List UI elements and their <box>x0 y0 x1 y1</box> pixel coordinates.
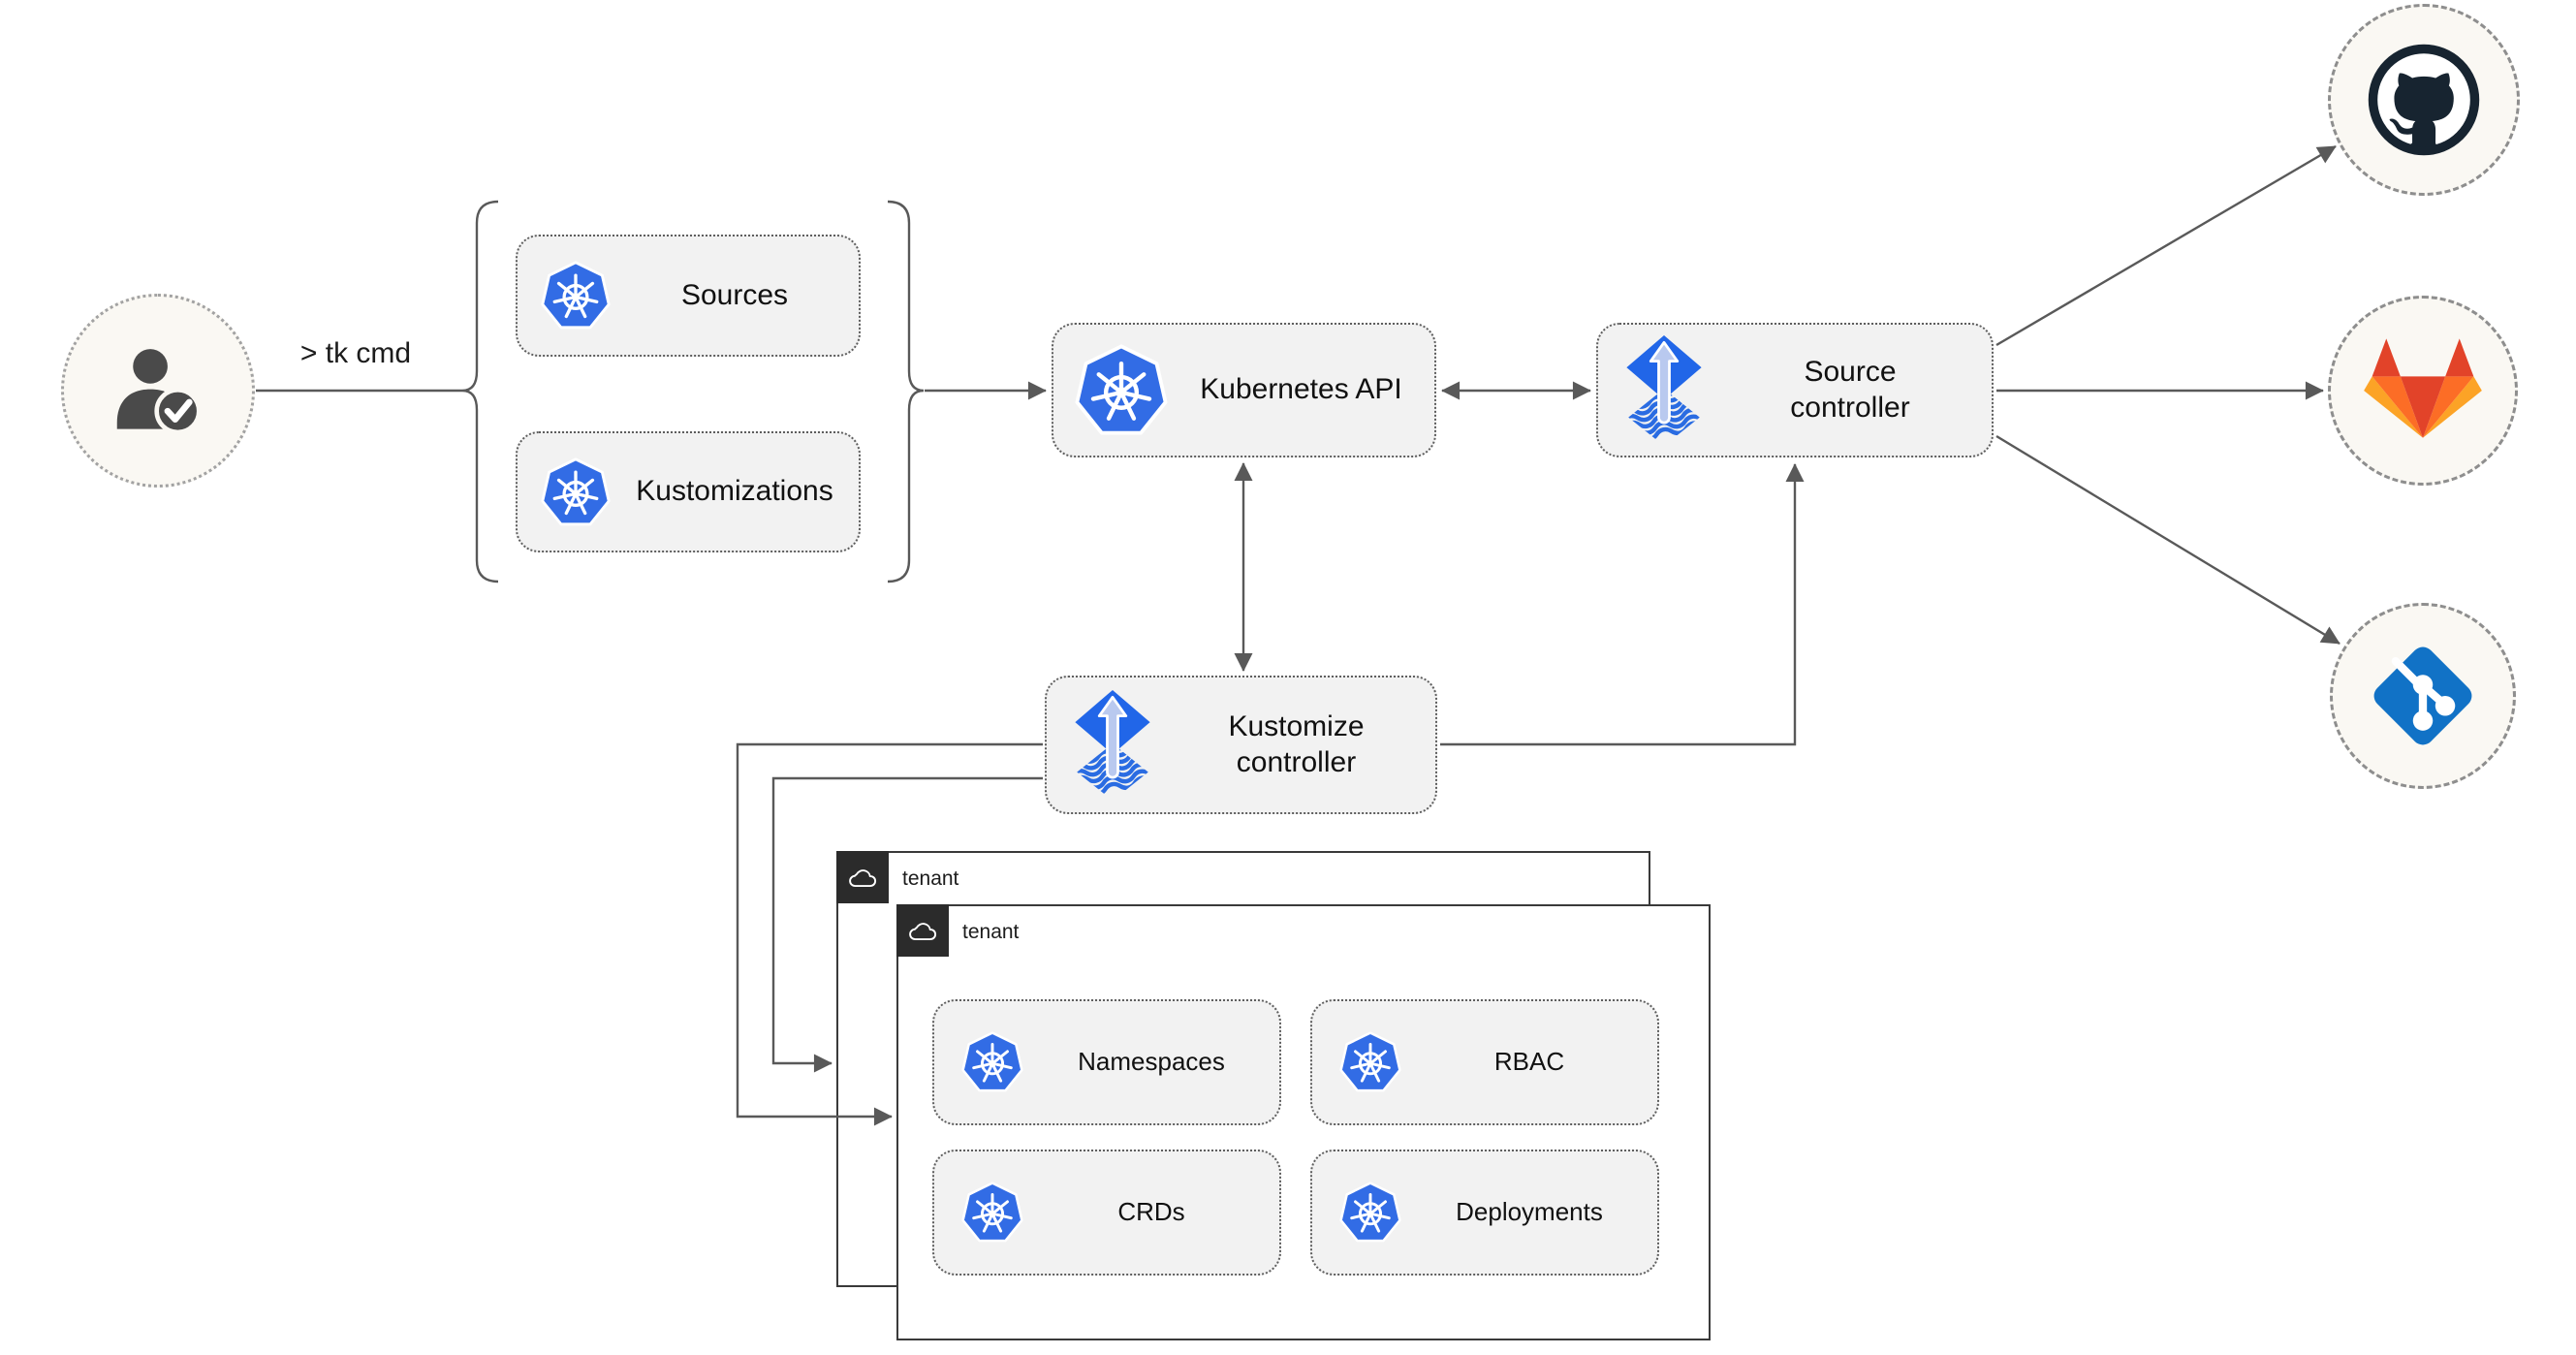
edge-source-github <box>1995 144 2337 347</box>
label-line2: controller <box>1790 391 1910 424</box>
node-deployments: Deployments <box>1310 1150 1659 1276</box>
edge-kustomize-source <box>1440 463 1805 746</box>
node-label: Deployments <box>1456 1197 1603 1227</box>
flux-icon <box>1619 335 1709 446</box>
node-sources: Sources <box>516 235 861 357</box>
node-crds: CRDs <box>932 1150 1281 1276</box>
kubernetes-icon <box>961 1182 1023 1244</box>
tenant-label: tenant <box>962 921 1020 943</box>
tenant-label: tenant <box>902 867 959 890</box>
node-label: Kustomizations <box>636 475 833 508</box>
provider-git <box>2330 603 2516 789</box>
label-line1: Source <box>1804 355 1897 388</box>
tenant-badge <box>896 904 949 957</box>
user-avatar <box>61 294 255 488</box>
git-icon <box>2361 634 2485 758</box>
node-kustomizations: Kustomizations <box>516 431 861 552</box>
node-label: Namespaces <box>1078 1047 1225 1077</box>
node-label: Kubernetes API <box>1200 373 1402 406</box>
gitlab-icon <box>2364 336 2482 445</box>
tenant-badge <box>836 851 889 903</box>
label-line2: controller <box>1236 745 1357 778</box>
node-label: RBAC <box>1493 1047 1565 1077</box>
flux-icon <box>1068 690 1157 801</box>
node-kubernetes-api: Kubernetes API <box>1052 323 1436 457</box>
person-check-icon <box>94 327 222 455</box>
kubernetes-icon <box>1339 1182 1401 1244</box>
kubernetes-icon <box>541 261 611 331</box>
edge-source-git <box>1995 434 2340 646</box>
node-kustomize-controller: Kustomize controller <box>1045 676 1437 814</box>
node-namespaces: Namespaces <box>932 999 1281 1125</box>
kubernetes-icon <box>541 457 611 527</box>
node-source-controller: Source controller <box>1596 323 1994 457</box>
kubernetes-icon <box>1075 344 1168 437</box>
kubernetes-icon <box>961 1031 1023 1093</box>
node-rbac: RBAC <box>1310 999 1659 1125</box>
node-label: Kustomize controller <box>1157 709 1435 780</box>
node-label: CRDs <box>1117 1197 1185 1227</box>
bracket-left <box>461 200 499 583</box>
label-line1: Kustomize <box>1228 709 1365 742</box>
bracket-right <box>887 200 925 583</box>
cli-command-label: > tk cmd <box>299 337 412 369</box>
node-label: Source controller <box>1709 355 1992 425</box>
node-label: Sources <box>680 278 789 311</box>
github-icon <box>2367 43 2481 157</box>
cloud-icon <box>843 865 882 891</box>
provider-github <box>2328 4 2520 196</box>
kubernetes-icon <box>1339 1031 1401 1093</box>
provider-gitlab <box>2328 296 2518 486</box>
cloud-icon <box>903 918 942 944</box>
